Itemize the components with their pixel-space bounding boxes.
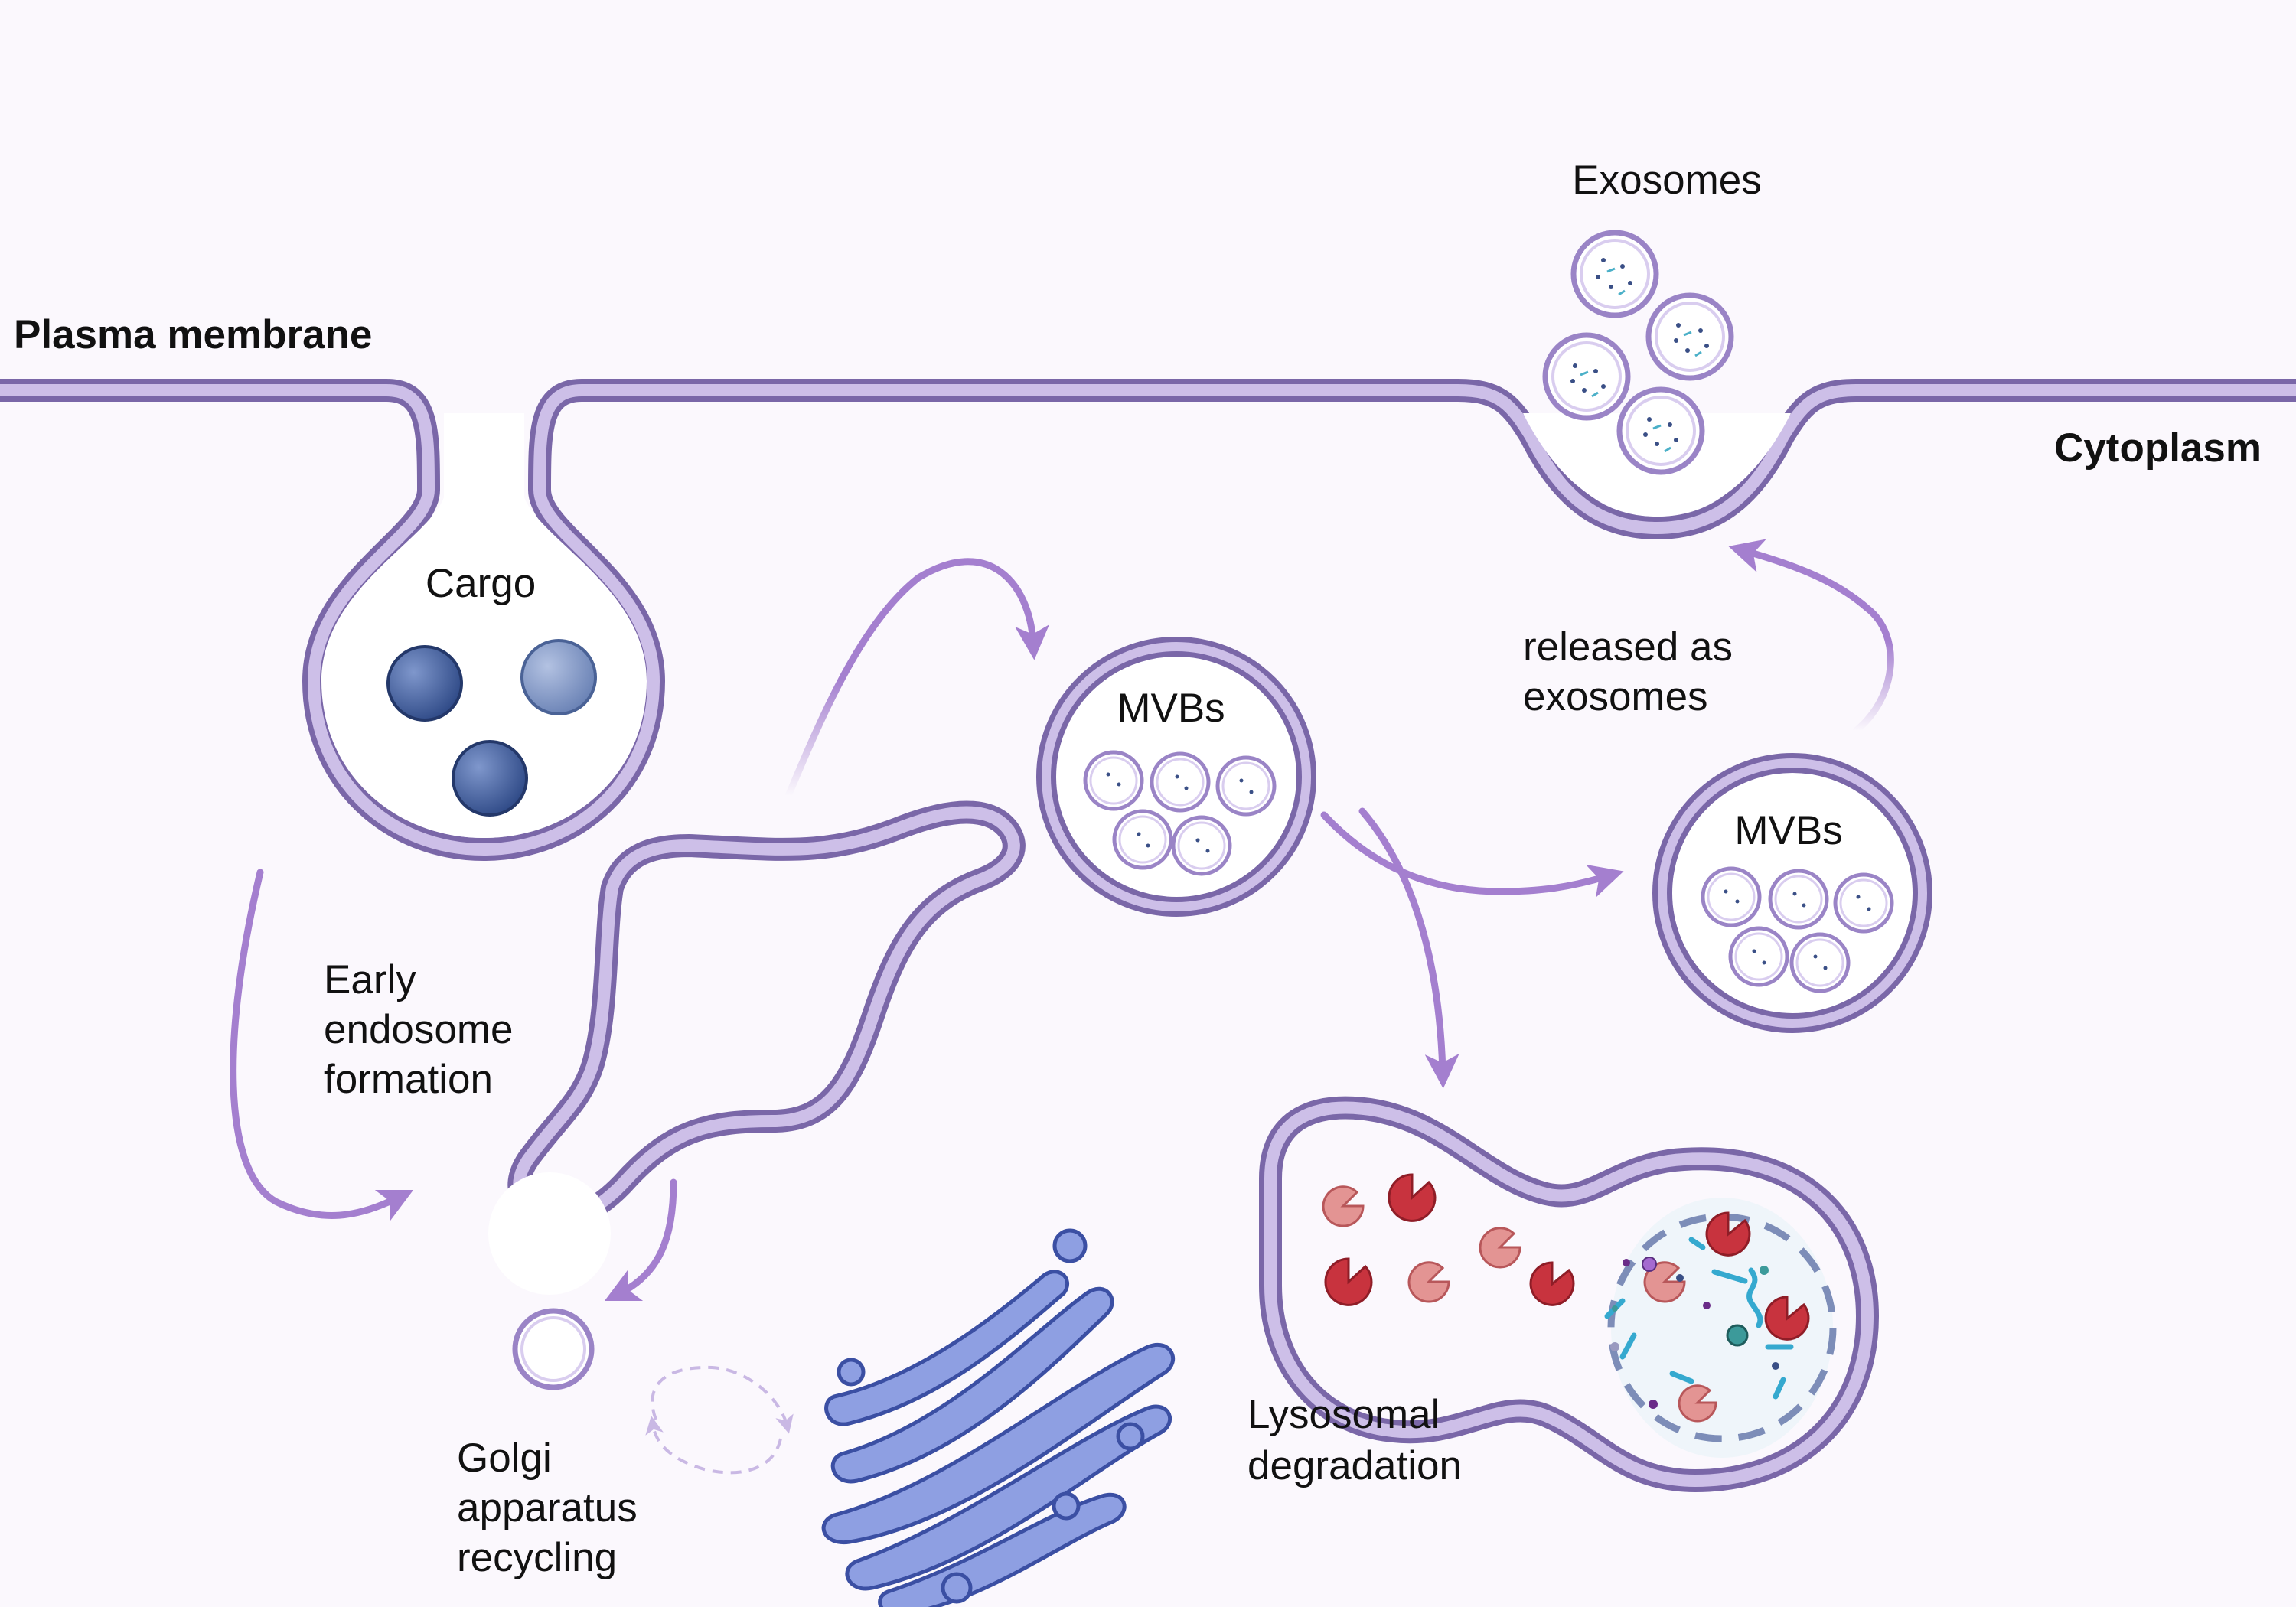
cargo-particle: [520, 639, 597, 715]
arrows: [230, 539, 1894, 1302]
arrow-to-recycling: [604, 1178, 677, 1302]
arrow-to-exosome-release: [1728, 539, 1894, 735]
golgi-apparatus: [821, 1228, 1175, 1607]
cargo-group: [386, 639, 597, 817]
arrow-to-lysosome: [1358, 807, 1459, 1089]
mvb-1: [1036, 637, 1316, 917]
labels: Plasma membrane Cytoplasm Exosomes Cargo…: [14, 158, 2262, 1580]
golgi-label: Golgi apparatus recycling: [457, 1436, 648, 1580]
plasma-membrane-label: Plasma membrane: [14, 312, 372, 357]
exosomes-cluster: [1542, 230, 1734, 475]
exosome: [1542, 332, 1631, 421]
exosomes-label: Exosomes: [1572, 158, 1761, 203]
mvbs-label-2: MVBs: [1734, 808, 1842, 853]
recycling-loop: [645, 1365, 794, 1475]
cargo-particle: [452, 740, 528, 817]
early-endosome-label: Early endosome formation: [324, 957, 524, 1102]
golgi-vesicle: [1052, 1228, 1088, 1263]
enzyme: [1322, 1173, 1810, 1423]
arrow-to-early-endosome: [230, 869, 414, 1221]
released-label: released as exosomes: [1523, 624, 1744, 719]
mvbs-label-1: MVBs: [1117, 686, 1225, 731]
early-endosome: [488, 800, 1026, 1295]
golgi-vesicle: [837, 1358, 866, 1387]
golgi-vesicle: [1116, 1422, 1145, 1451]
arrow-to-mvb-2: [1320, 811, 1624, 898]
cargo-particle: [386, 645, 463, 722]
cytoplasm-label: Cytoplasm: [2054, 425, 2262, 471]
recycling-vesicle: [512, 1308, 595, 1390]
golgi-vesicle: [1052, 1491, 1081, 1521]
cargo-label: Cargo: [426, 561, 536, 606]
exosome: [1616, 386, 1705, 475]
arrow-to-mvb-1: [784, 558, 1050, 800]
mvb-2: [1652, 753, 1932, 1033]
lysosomal-label: Lysosomal degradation: [1247, 1392, 1462, 1488]
exosome: [1570, 230, 1659, 318]
exosome: [1645, 292, 1734, 381]
golgi-vesicle: [941, 1572, 973, 1604]
lysosome: [1259, 1096, 1879, 1492]
